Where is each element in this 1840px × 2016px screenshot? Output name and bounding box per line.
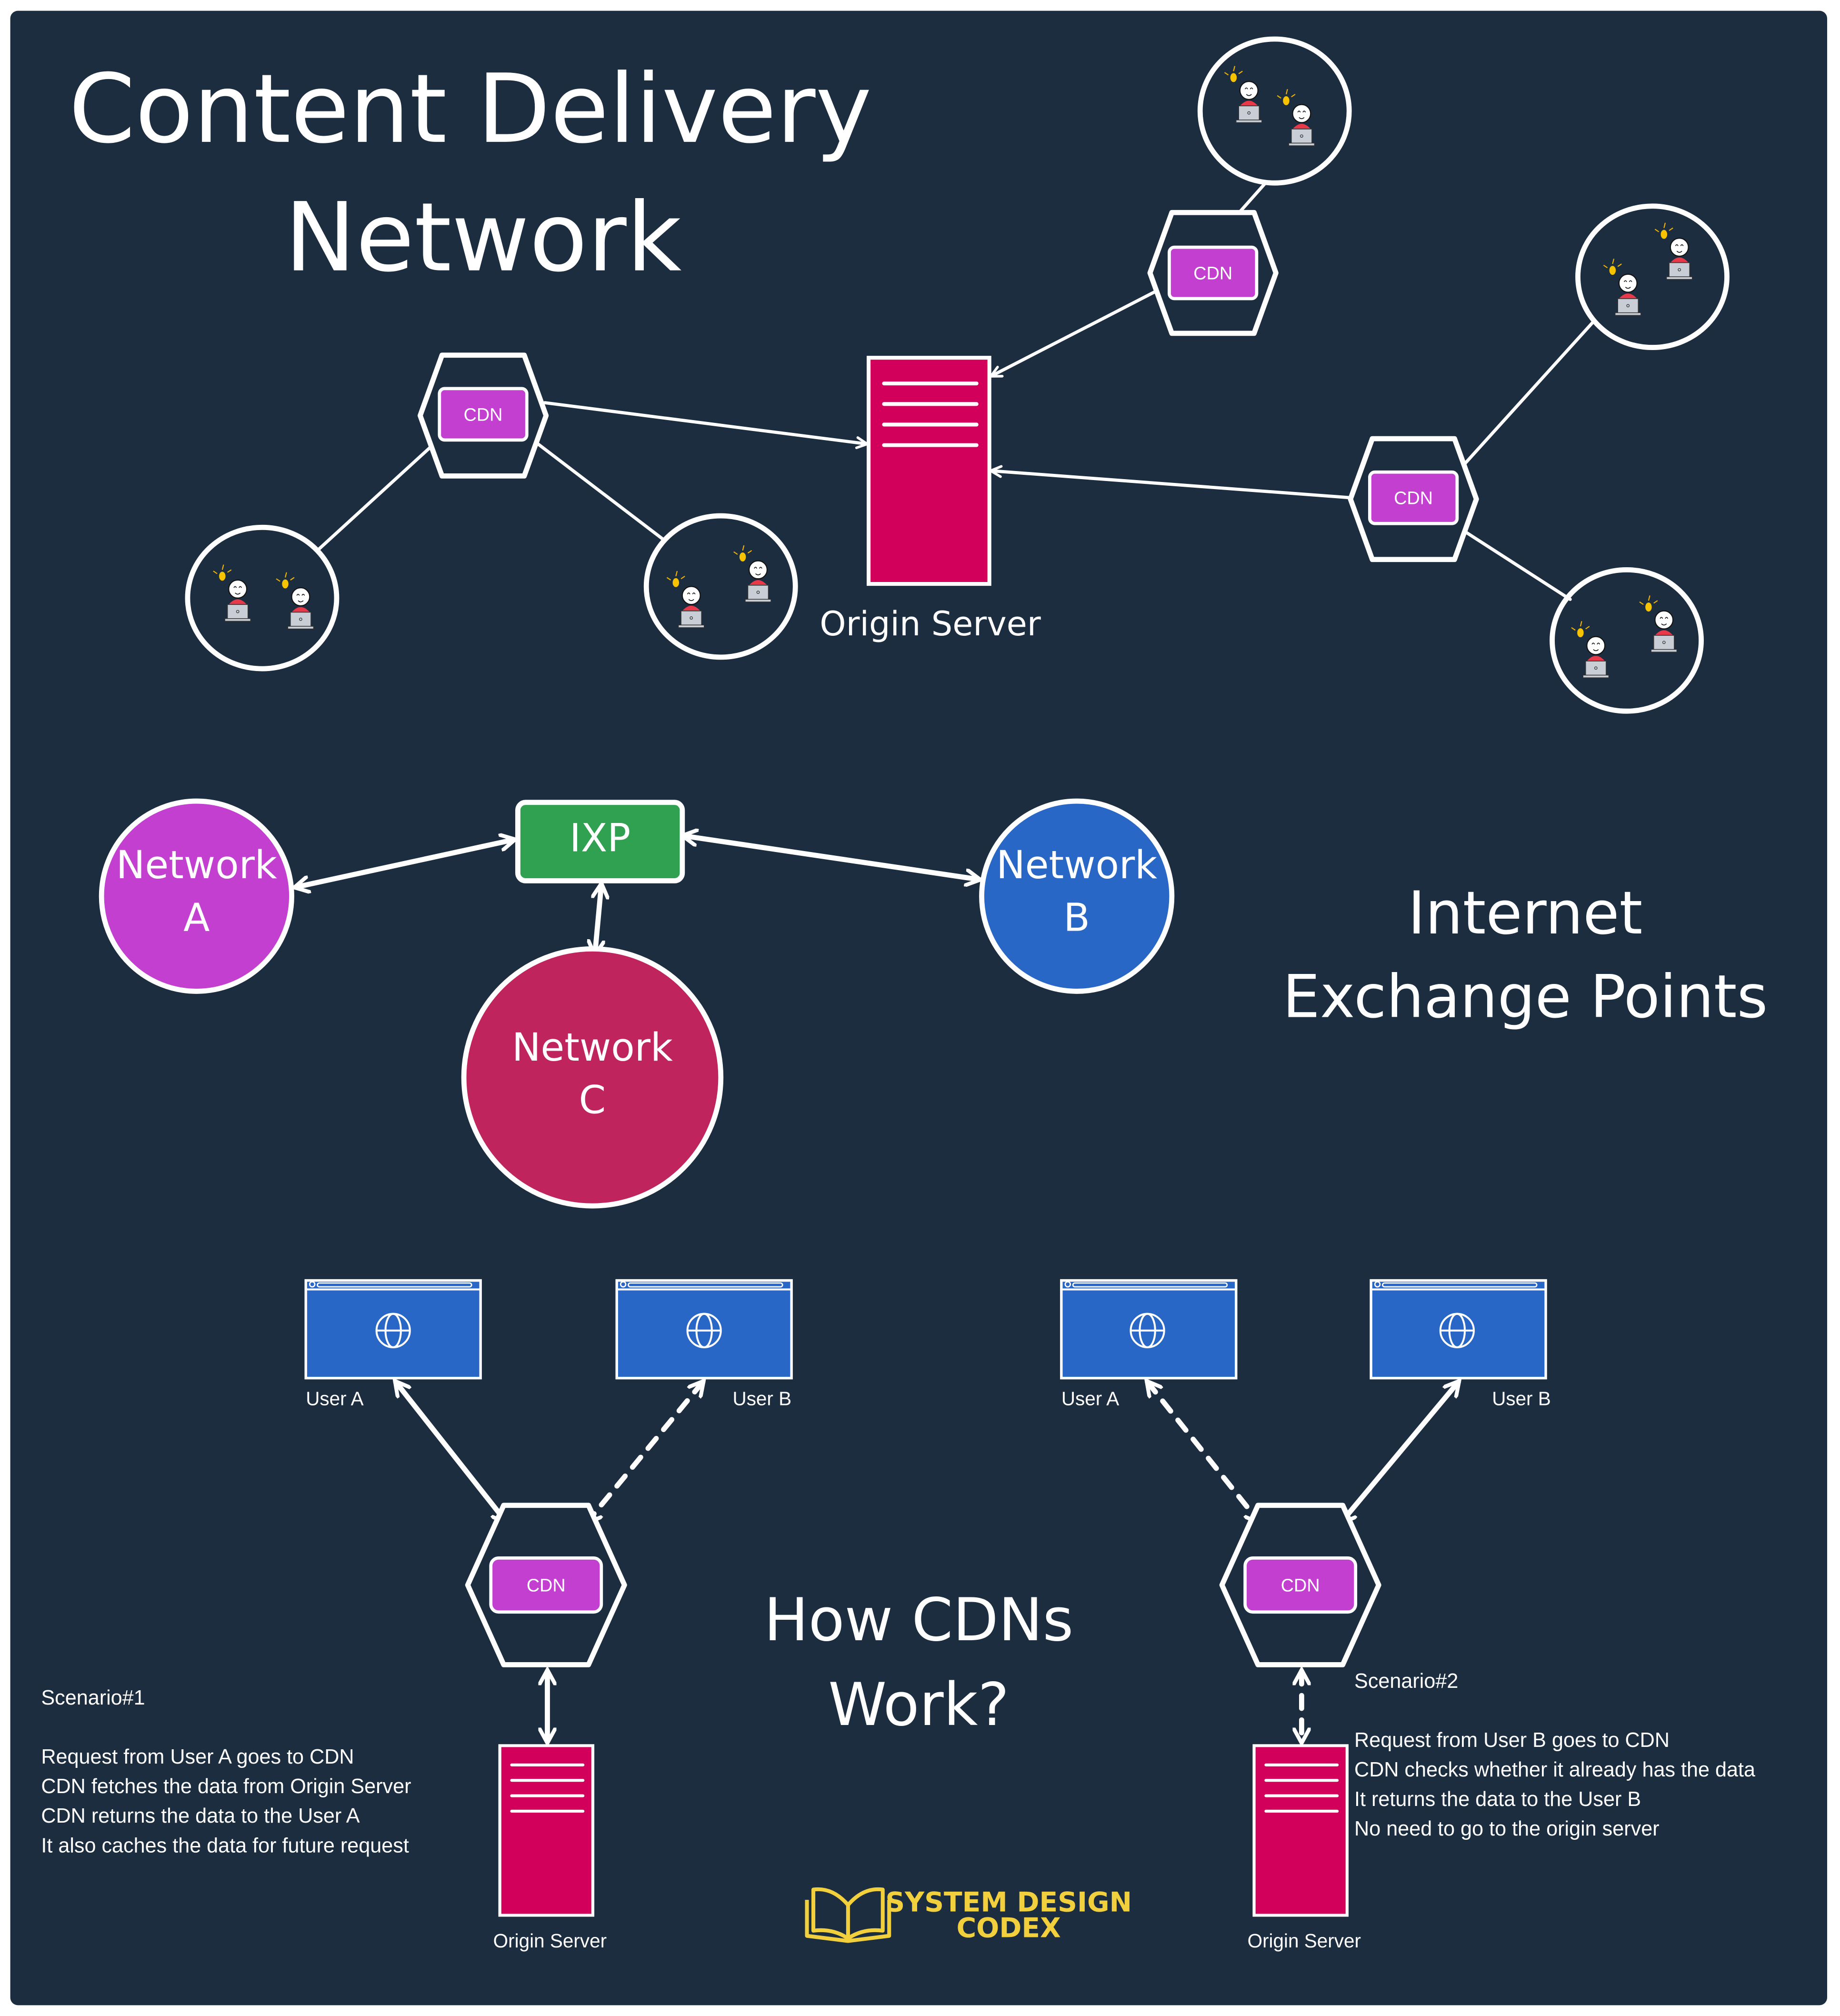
ixp-edges	[296, 836, 980, 954]
cdn-label: CDN	[464, 405, 503, 425]
cdn-title-line2: Network	[285, 183, 682, 293]
scenario2-browser-user-b[interactable]	[1370, 1279, 1547, 1380]
scenario2-user-a-label: User A	[1061, 1387, 1119, 1409]
cdn-badge	[1368, 470, 1459, 525]
user-group-middle	[643, 513, 798, 660]
network-c-label-line1: Network	[512, 1025, 673, 1070]
cdn-label: CDN	[1394, 489, 1433, 509]
ixp-title-line1: Internet	[1408, 879, 1643, 948]
globe-icon	[1130, 1313, 1165, 1348]
user-group-top	[1197, 36, 1352, 186]
scenario2-heading: Scenario#2	[1354, 1670, 1458, 1693]
server-icon	[1254, 1745, 1347, 1915]
network-c[interactable]: Network C	[461, 946, 724, 1209]
network-b-label-line2: B	[1063, 896, 1090, 941]
globe-icon	[1439, 1313, 1475, 1348]
cdn-node-left[interactable]: CDN	[417, 352, 549, 479]
user-group-left	[185, 524, 340, 672]
ixp-title-line2: Exchange Points	[1283, 963, 1768, 1031]
origin-server[interactable]	[869, 358, 990, 584]
scenario1-line3: CDN returns the data to the User A	[41, 1805, 360, 1827]
server-icon	[500, 1745, 593, 1915]
network-a[interactable]: Network A	[99, 798, 294, 994]
scenario1-line1: Request from User A goes to CDN	[41, 1745, 354, 1768]
cdn-label: CDN	[1193, 264, 1232, 284]
scenario2-edge-user-a-cdn	[1148, 1382, 1260, 1522]
scenario1-origin-label: Origin Server	[493, 1930, 607, 1952]
cdn-label: CDN	[1281, 1576, 1320, 1596]
cdn-label: CDN	[527, 1576, 566, 1596]
scenario1-heading: Scenario#1	[41, 1686, 145, 1709]
edge-cdn-right-to-users-bottomright	[1457, 525, 1572, 601]
scenario1-browser-user-b[interactable]	[615, 1279, 793, 1380]
cdn-node-right[interactable]: CDN	[1348, 436, 1479, 562]
scenario2-line1: Request from User B goes to CDN	[1354, 1729, 1670, 1752]
scenario1-line2: CDN fetches the data from Origin Server	[41, 1775, 411, 1798]
edge-cdn-top-to-origin	[992, 287, 1163, 375]
cdn-title-line1: Content Delivery	[69, 54, 871, 165]
network-b-label-line1: Network	[996, 843, 1157, 888]
edge-cdn-right-to-users-topright	[1457, 320, 1595, 472]
book-icon	[805, 1887, 891, 1943]
edge-ixp-network-a	[296, 840, 514, 887]
ixp-label: IXP	[570, 816, 630, 861]
user-group-top-right	[1575, 203, 1730, 350]
ixp-node[interactable]: IXP	[515, 800, 685, 883]
network-c-label-line2: C	[579, 1078, 606, 1123]
cdn-badge	[438, 387, 529, 442]
brand-logo: SYSTEM DESIGN CODEX	[805, 1886, 1132, 1944]
scenario1-edge-user-b-cdn	[587, 1382, 703, 1522]
user-group-bottom-right	[1550, 567, 1704, 714]
scenario2-origin-label: Origin Server	[1248, 1930, 1361, 1952]
edge-ixp-network-b	[684, 836, 980, 880]
scenario1-user-a-label: User A	[306, 1387, 363, 1409]
edge-cdn-right-to-origin	[992, 471, 1354, 500]
scenario2-diagram: User A User B CDN Origin Server	[1060, 1279, 1551, 1952]
cdn-badge	[1243, 1556, 1358, 1614]
scenario1-edge-user-a-cdn	[396, 1382, 506, 1522]
network-a-label-line2: A	[183, 896, 210, 941]
origin-server-label: Origin Server	[820, 604, 1040, 643]
how-title-line2: Work?	[828, 1671, 1009, 1739]
scenario2-browser-user-a[interactable]	[1060, 1279, 1238, 1380]
scenario1-origin-server[interactable]	[500, 1745, 593, 1915]
logo-line2: CODEX	[957, 1912, 1061, 1944]
scenario1-browser-user-a[interactable]	[304, 1279, 482, 1380]
scenario2-user-b-label: User B	[1492, 1387, 1551, 1409]
scenario2-line2: CDN checks whether it already has the da…	[1354, 1758, 1755, 1781]
globe-icon	[375, 1313, 411, 1348]
scenario1-cdn-node[interactable]: CDN	[465, 1503, 627, 1667]
scenario1-diagram: User A User B CDN Origin Server	[304, 1279, 793, 1952]
server-icon	[869, 358, 990, 584]
scenario1-line4: It also caches the data for future reque…	[41, 1834, 409, 1857]
scenario2-origin-server[interactable]	[1254, 1745, 1347, 1915]
edge-ixp-network-c	[595, 884, 601, 954]
edge-cdn-left-to-origin	[543, 401, 866, 444]
scenario2-line4: No need to go to the origin server	[1354, 1817, 1660, 1840]
how-title-line1: How CDNs	[764, 1586, 1073, 1655]
scenario1-user-b-label: User B	[732, 1387, 791, 1409]
cdn-badge	[489, 1556, 603, 1614]
network-b[interactable]: Network B	[979, 798, 1175, 994]
network-a-label-line1: Network	[116, 843, 277, 888]
edge-cdn-left-to-users-left	[316, 440, 439, 552]
globe-icon	[686, 1313, 722, 1348]
cdn-badge	[1168, 245, 1259, 301]
scenario2-line3: It returns the data to the User B	[1354, 1788, 1641, 1811]
edge-cdn-left-to-users-mid	[528, 436, 666, 542]
scenario2-cdn-node[interactable]: CDN	[1219, 1503, 1381, 1667]
logo-line1: SYSTEM DESIGN	[885, 1886, 1132, 1918]
scenario2-edge-user-b-cdn	[1341, 1382, 1459, 1522]
cdn-node-top[interactable]: CDN	[1147, 210, 1279, 336]
